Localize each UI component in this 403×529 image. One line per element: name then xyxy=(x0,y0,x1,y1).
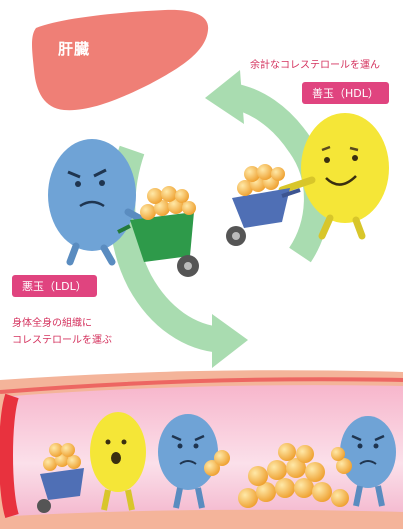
ldl-description-line1: 身体全身の組織に xyxy=(12,318,92,329)
ldl-wheelbarrow xyxy=(117,212,199,277)
hdl-description: 余計なコレステロールを運ん xyxy=(250,60,380,71)
ldl-character xyxy=(48,139,154,266)
ldl-cholesterol-load xyxy=(140,186,196,220)
ldl-description-line2: コレステロールを運ぶ xyxy=(12,335,112,346)
hdl-character xyxy=(278,113,389,240)
cycle-arrow-top xyxy=(205,70,330,263)
hdl-tag: 善玉（HDL） xyxy=(302,82,389,104)
hdl-cholesterol-load xyxy=(237,164,285,196)
liver-shape xyxy=(32,9,209,111)
cholesterol-plaque xyxy=(238,443,349,508)
hdl-wheelbarrow xyxy=(226,188,301,246)
liver-label: 肝臓 xyxy=(58,40,91,58)
ldl-tag: 悪玉（LDL） xyxy=(12,275,97,297)
vessel-ldl-character-middle xyxy=(158,414,230,509)
vessel-wheelbarrow xyxy=(37,443,84,513)
vessel-ldl-character-right xyxy=(331,416,396,507)
vessel-hdl-character xyxy=(90,412,146,511)
